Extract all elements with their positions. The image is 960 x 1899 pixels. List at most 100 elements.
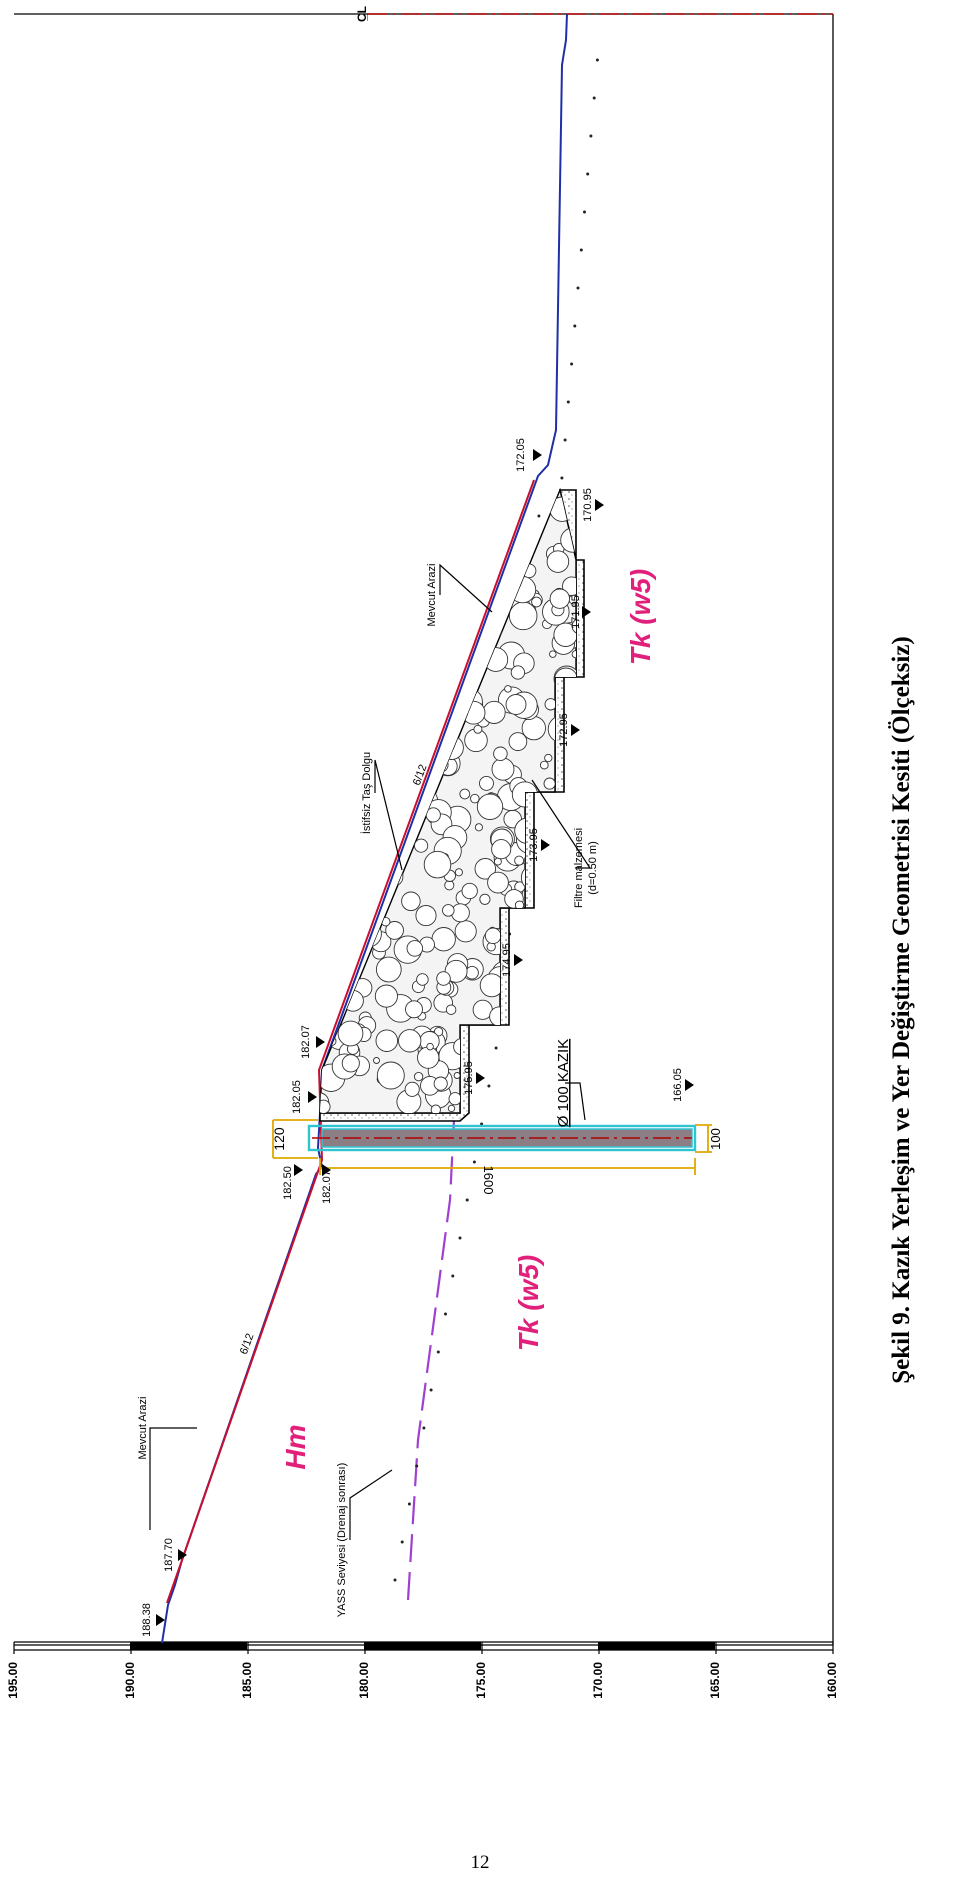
stone xyxy=(504,685,512,693)
geology-hm: Hm xyxy=(280,1424,311,1469)
elev-172-05: 172.05 xyxy=(515,438,527,472)
trace-dot xyxy=(573,324,577,328)
stone xyxy=(336,930,364,958)
stone xyxy=(566,1009,576,1033)
stone xyxy=(378,756,401,779)
stone xyxy=(495,1027,516,1047)
stone xyxy=(549,650,557,658)
stone xyxy=(537,1029,554,1045)
stone xyxy=(563,943,576,971)
trace-dot xyxy=(583,210,586,214)
stone xyxy=(401,891,421,912)
stone xyxy=(336,694,359,718)
stone xyxy=(405,533,422,550)
stone xyxy=(547,811,564,828)
stone xyxy=(373,1057,380,1064)
stone xyxy=(342,672,352,681)
stone xyxy=(376,1061,405,1090)
stone xyxy=(503,1045,527,1069)
stone xyxy=(335,753,364,781)
stone xyxy=(334,885,349,901)
stone xyxy=(396,542,419,565)
stone xyxy=(400,730,423,753)
stone xyxy=(333,515,359,541)
stone xyxy=(338,874,360,895)
stone xyxy=(480,1078,507,1105)
stone xyxy=(561,857,572,868)
stone xyxy=(320,785,327,803)
stone xyxy=(380,546,389,555)
trace-dot xyxy=(537,514,541,518)
elevation-tick-label: 195.00 xyxy=(6,1662,20,1699)
trace-dot xyxy=(407,1502,411,1506)
stone xyxy=(337,941,351,954)
stone xyxy=(320,615,332,628)
stone xyxy=(320,572,335,594)
elevation-tick-label: 185.00 xyxy=(240,1662,254,1699)
elev-188-38: 188.38 xyxy=(141,1603,153,1637)
stone xyxy=(320,616,333,645)
stone xyxy=(539,760,549,770)
elev-175-95: 175.95 xyxy=(463,1061,475,1095)
stone xyxy=(544,826,564,846)
stone xyxy=(320,818,333,832)
stone xyxy=(423,715,443,735)
stone xyxy=(320,1099,331,1113)
stone xyxy=(414,716,439,741)
stone xyxy=(414,838,429,853)
stone xyxy=(514,855,525,866)
stone xyxy=(328,873,358,903)
elev-182-07-right: 182.07 xyxy=(300,1025,312,1059)
stone xyxy=(320,596,330,610)
trace-dot xyxy=(393,1578,397,1582)
stone xyxy=(426,1042,434,1051)
elev-170-95: 170.95 xyxy=(582,488,594,522)
trace-dot xyxy=(563,438,567,442)
stone xyxy=(369,670,397,698)
figure-caption-text: Şekil 9. Kazık Yerleşim ve Yer Değiştirm… xyxy=(888,636,915,1384)
stone xyxy=(491,496,509,514)
stone xyxy=(376,587,387,598)
dim-pile-diameter: 100 xyxy=(708,1128,723,1150)
stone xyxy=(322,884,333,895)
elevation-tick-label: 170.00 xyxy=(591,1662,605,1699)
stone xyxy=(461,882,478,900)
stone xyxy=(483,647,509,672)
elev-173-95: 173.95 xyxy=(528,828,540,862)
trace-dot xyxy=(444,1312,447,1316)
stone xyxy=(364,552,392,580)
stone xyxy=(381,760,400,779)
stone xyxy=(479,893,491,905)
stone xyxy=(335,615,346,626)
centerline-symbol: C̲L xyxy=(355,6,369,22)
stone xyxy=(320,976,334,1000)
elevation-markers xyxy=(156,449,694,1626)
stone xyxy=(469,1027,486,1045)
stone xyxy=(483,567,495,580)
stone xyxy=(557,984,574,1000)
trace-dot xyxy=(429,1388,433,1392)
stone xyxy=(570,761,576,774)
stone xyxy=(453,590,480,616)
stone xyxy=(458,493,475,509)
stone xyxy=(548,856,564,873)
stone xyxy=(549,1008,576,1036)
stone xyxy=(375,637,403,665)
stone xyxy=(391,697,406,711)
stone xyxy=(438,490,450,500)
stone xyxy=(481,527,500,546)
stone xyxy=(521,715,546,741)
stone xyxy=(465,965,479,980)
stone xyxy=(366,661,391,687)
stone xyxy=(406,940,424,957)
stone xyxy=(369,556,383,569)
stone xyxy=(375,743,390,758)
stone xyxy=(347,843,366,863)
stone xyxy=(334,605,359,629)
stone xyxy=(571,650,576,659)
stone xyxy=(399,523,426,550)
elev-171-95: 171.95 xyxy=(570,595,582,629)
elev-182-05: 182.05 xyxy=(291,1080,303,1114)
stone xyxy=(325,629,347,651)
